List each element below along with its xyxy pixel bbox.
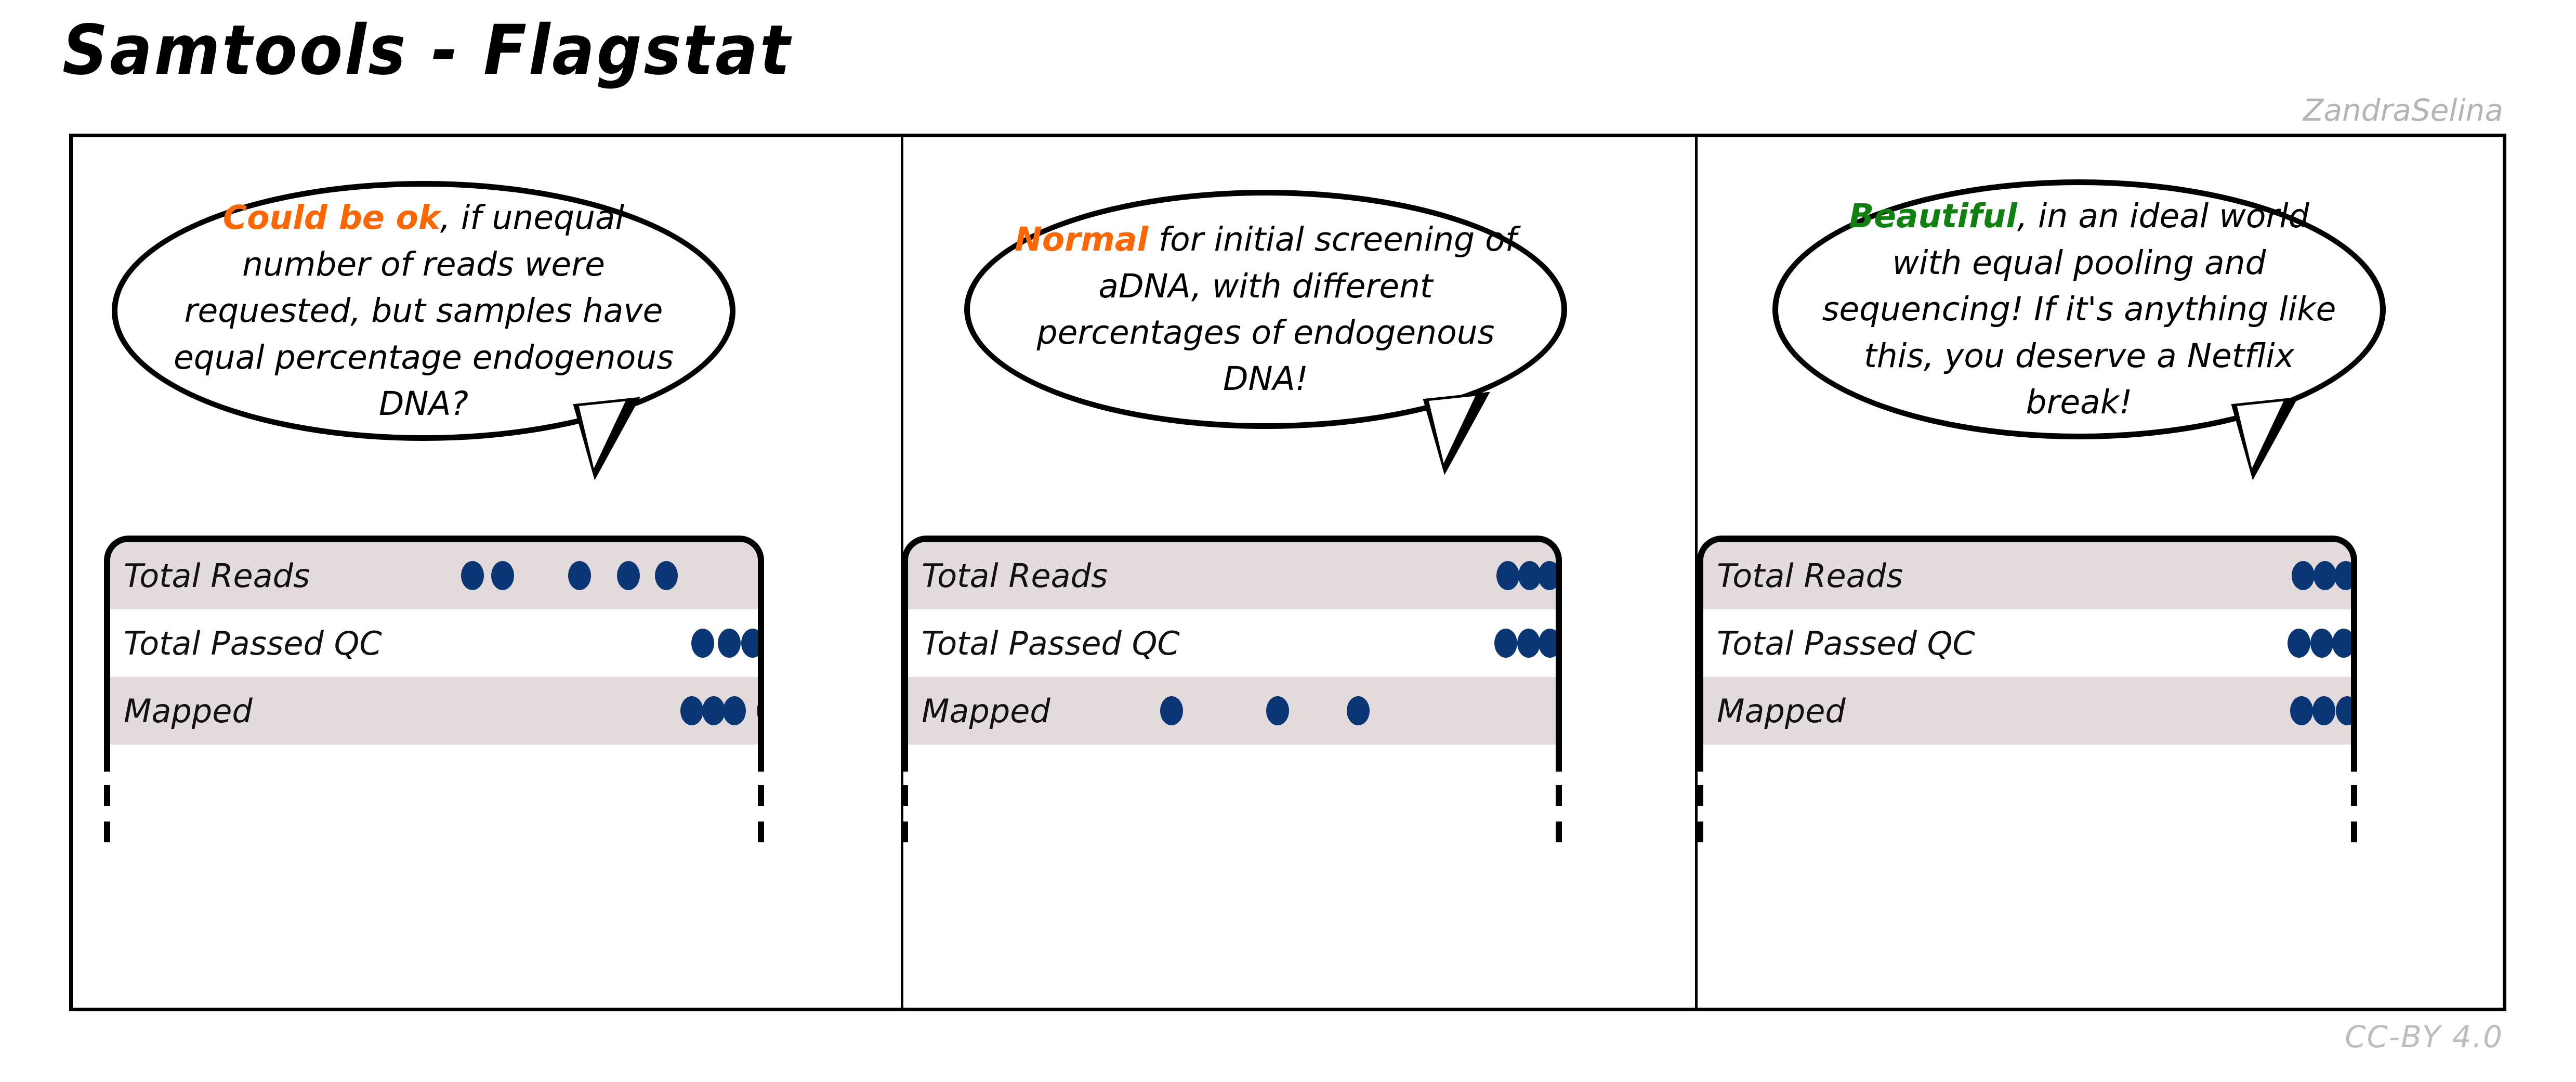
table-row: Total Reads (110, 542, 758, 609)
sample-dot (2314, 561, 2337, 590)
bubble-tail-fill-2 (1428, 396, 1482, 464)
bubble-rest-2: for initial screening of aDNA, with diff… (1036, 220, 1517, 398)
bubble-rest-3: , in an ideal world with equal pooling a… (1822, 197, 2336, 422)
page-title: Samtools - Flagstat (62, 10, 792, 90)
table-row: Mapped (1703, 677, 2351, 745)
flagstat-table-panel-3: Total Reads Total Passed QC Mapped (1697, 536, 2357, 842)
speech-bubble-text-1: Could be ok, if unequal number of reads … (154, 194, 693, 427)
table-leg-dash (902, 822, 908, 842)
bubble-highlight-3: Beautiful (1849, 197, 2017, 236)
sample-dot (2356, 561, 2357, 590)
row-label: Mapped (124, 692, 253, 730)
flagstat-table-panel-1: Total Reads Total Passed QC Mapped (104, 536, 764, 842)
sample-dot (1538, 629, 1556, 658)
table-continuation-1 (104, 745, 764, 842)
speech-bubble-text-2: Normal for initial screening of aDNA, wi… (1006, 216, 1525, 402)
sample-dot (1266, 696, 1290, 725)
speech-bubble-panel-1: Could be ok, if unequal number of reads … (112, 181, 735, 441)
bubble-highlight-1: Could be ok (222, 199, 440, 237)
sample-dot (702, 696, 726, 725)
sample-dot (1537, 561, 1556, 590)
table-leg-dash (902, 745, 908, 772)
table-leg-dash (104, 745, 110, 772)
table-leg-dash (1697, 822, 1703, 842)
table-row: Total Passed QC (110, 609, 758, 677)
row-label: Total Passed QC (922, 624, 1180, 662)
sample-dot (2312, 696, 2335, 725)
bubble-highlight-2: Normal (1015, 220, 1148, 259)
table-leg-dash (902, 785, 908, 806)
table-leg-dash (1697, 785, 1703, 806)
row-label: Total Passed QC (124, 624, 382, 662)
bubble-tail-fill-1 (579, 401, 633, 470)
artist-signature: ZandraSelina (2303, 93, 2503, 128)
table-body-3: Total Reads Total Passed QC Mapped (1697, 536, 2357, 745)
sample-dot (461, 561, 484, 590)
bubble-rest-1: , if unequal number of reads were reques… (173, 199, 674, 423)
table-leg-dash (758, 785, 764, 806)
sample-dot (2291, 561, 2315, 590)
sample-dot (1560, 561, 1562, 590)
sample-dot (718, 629, 741, 658)
sample-dot (568, 561, 592, 590)
sample-dot (756, 696, 758, 725)
table-leg-dash (758, 822, 764, 842)
sample-dot (2355, 629, 2357, 658)
table-row: Total Passed QC (908, 609, 1556, 677)
sample-dot (1496, 561, 1519, 590)
sample-dot (1494, 629, 1518, 658)
table-leg-dash (2351, 785, 2357, 806)
table-continuation-3 (1697, 745, 2357, 842)
flagstat-table-panel-2: Total Reads Total Passed QC Mapped (902, 536, 1562, 842)
row-label: Total Reads (1717, 556, 1903, 595)
row-label: Total Reads (124, 556, 310, 595)
table-continuation-2 (902, 745, 1562, 842)
row-label: Mapped (1717, 692, 1846, 730)
speech-bubble-panel-3: Beautiful, in an ideal world with equal … (1772, 179, 2386, 439)
speech-bubble-text-3: Beautiful, in an ideal world with equal … (1815, 193, 2344, 425)
table-leg-dash (2351, 745, 2357, 772)
table-row: Mapped (908, 677, 1556, 745)
row-label: Mapped (922, 692, 1050, 730)
sample-dot (1517, 629, 1540, 658)
license-label: CC-BY 4.0 (2345, 1019, 2503, 1054)
table-leg-dash (2351, 822, 2357, 842)
table-row: Total Reads (908, 542, 1556, 609)
sample-dot (1560, 629, 1562, 658)
table-body-2: Total Reads Total Passed QC Mapped (902, 536, 1562, 745)
sample-dot (1160, 696, 1184, 725)
table-leg-dash (758, 745, 764, 772)
sample-dot (691, 629, 715, 658)
table-body-1: Total Reads Total Passed QC Mapped (104, 536, 764, 745)
bubble-tail-fill-3 (2237, 401, 2291, 470)
sample-dot (2335, 696, 2351, 725)
table-row: Mapped (110, 677, 758, 745)
sample-dot (2310, 629, 2333, 658)
table-row: Total Passed QC (1703, 609, 2351, 677)
sample-dot (655, 561, 678, 590)
table-leg-dash (1697, 745, 1703, 772)
sample-dot (1346, 696, 1370, 725)
sample-dot (2332, 629, 2351, 658)
sample-dot (2290, 696, 2314, 725)
table-leg-dash (104, 785, 110, 806)
table-row: Total Reads (1703, 542, 2351, 609)
table-leg-dash (104, 822, 110, 842)
panel-divider-2 (1695, 137, 1698, 1008)
sample-dot (1518, 561, 1542, 590)
sample-dot (680, 696, 703, 725)
sample-dot (616, 561, 640, 590)
row-label: Total Reads (922, 556, 1108, 595)
row-label: Total Passed QC (1717, 624, 1975, 662)
table-leg-dash (1556, 822, 1562, 842)
speech-bubble-panel-2: Normal for initial screening of aDNA, wi… (964, 190, 1567, 429)
table-leg-dash (1556, 745, 1562, 772)
sample-dot (2334, 561, 2351, 590)
sample-dot (491, 561, 515, 590)
sample-dot (723, 696, 746, 725)
sample-dot (741, 629, 758, 658)
sample-dot (2288, 629, 2311, 658)
table-leg-dash (1556, 785, 1562, 806)
